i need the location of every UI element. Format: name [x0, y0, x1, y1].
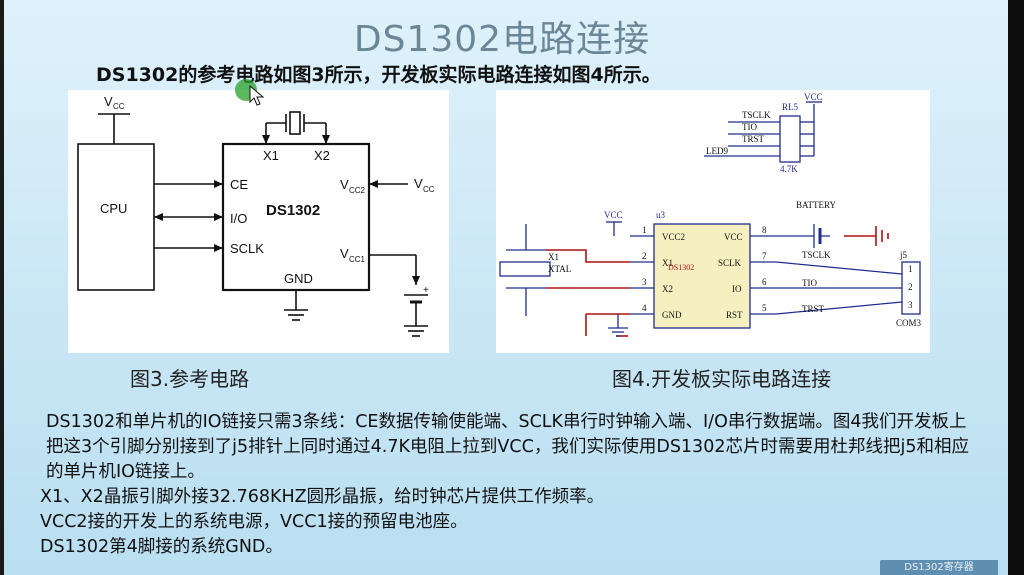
- fig4-pin6: 6: [762, 277, 767, 287]
- fig3-x2-label: X2: [314, 148, 330, 163]
- fig4-j5-pin1: 1: [908, 264, 913, 274]
- fig3-vcc2-sub: CC2: [349, 186, 366, 195]
- fig4-tio: TIO: [802, 278, 817, 288]
- fig4-tio-top: TIO: [742, 122, 757, 132]
- fig4-pin5: 5: [762, 303, 767, 313]
- slide-body-text: DS1302和单片机的IO链接只需3条线：CE数据传输使能端、SCLK串行时钟输…: [24, 410, 974, 560]
- fig4-x1: X1: [548, 252, 559, 262]
- fig4-x1-pin: X1: [662, 258, 673, 268]
- figure3-caption: 图3.参考电路: [130, 367, 250, 391]
- fig3-cpu-label: CPU: [100, 201, 127, 216]
- figure4-board-circuit: TSCLK TIO TRST LED9 RL5 VCC 4.7K BATTERY…: [496, 90, 930, 353]
- fig3-vcc2-label: V: [340, 177, 349, 192]
- fig3-vcc-right-sub: CC: [423, 185, 435, 194]
- fig3-gnd-label: GND: [284, 271, 313, 286]
- fig4-pin3: 3: [642, 277, 647, 287]
- body-line-4: DS1302第4脚接的系统GND。: [40, 537, 283, 557]
- fig3-sclk-label: SCLK: [230, 241, 264, 256]
- fig4-vcc-left: VCC: [604, 210, 623, 220]
- fig3-vcc-right: V: [414, 176, 423, 191]
- mouse-pointer-icon: [249, 85, 265, 106]
- slide-subtitle: DS1302的参考电路如图3所示，开发板实际电路连接如图4所示。: [96, 64, 661, 86]
- slide-title: DS1302电路连接: [353, 19, 651, 60]
- fig4-com3: COM3: [896, 318, 922, 328]
- fig4-j5: j5: [899, 250, 908, 260]
- fig4-x2-pin: X2: [662, 284, 673, 294]
- fig4-trst-top: TRST: [742, 134, 765, 144]
- fig4-j5-pin2: 2: [908, 282, 913, 292]
- fig4-pin8: 8: [762, 225, 767, 235]
- fig3-chip-label: DS1302: [266, 202, 320, 219]
- body-line-2: X1、X2晶振引脚外接32.768KHZ圆形晶振，给时钟芯片提供工作频率。: [40, 487, 605, 507]
- window-right-edge: [1008, 0, 1024, 575]
- fig4-tsclk: TSCLK: [802, 250, 831, 260]
- fig4-pin2: 2: [642, 251, 647, 261]
- fig4-xtal: XTAL: [548, 264, 571, 274]
- fig4-j5-pin3: 3: [908, 300, 913, 310]
- fig4-pin4: 4: [642, 303, 647, 313]
- fig4-rl5: RL5: [782, 102, 799, 112]
- fig4-chip: DS1302: [668, 263, 694, 272]
- fig3-x1-label: X1: [263, 148, 279, 163]
- fig4-vcc-pin: VCC: [724, 232, 743, 242]
- fig3-vcc-top-sub: CC: [113, 102, 125, 111]
- fig4-rst-pin: RST: [726, 310, 743, 320]
- fig4-trst: TRST: [802, 304, 825, 314]
- fig4-gnd-pin: GND: [662, 310, 682, 320]
- fig4-pin1: 1: [642, 225, 647, 235]
- fig3-vcc-top: V: [104, 94, 113, 109]
- window-left-edge: [0, 0, 4, 575]
- body-line-3: VCC2接的开发上的系统电源，VCC1接的预留电池座。: [40, 512, 468, 532]
- next-slide-tab[interactable]: DS1302寄存器: [880, 560, 998, 575]
- fig3-vcc1-label: V: [340, 246, 349, 261]
- fig4-led9: LED9: [706, 146, 728, 156]
- fig4-vcc2: VCC2: [662, 232, 685, 242]
- fig4-io-pin: IO: [732, 284, 742, 294]
- fig3-ce-label: CE: [230, 177, 248, 192]
- fig4-tsclk-top: TSCLK: [742, 110, 771, 120]
- fig4-vcc-top: VCC: [804, 92, 823, 102]
- fig3-io-label: I/O: [230, 211, 247, 226]
- fig4-u3: u3: [656, 210, 666, 220]
- fig3-battery-plus: +: [423, 285, 429, 296]
- fig4-pin7: 7: [762, 251, 767, 261]
- figure3-reference-circuit: V CC CPU DS1302 X1 X2 CE I/O SCLK GND V …: [68, 90, 449, 353]
- fig4-sclk-pin: SCLK: [718, 258, 742, 268]
- figure4-caption: 图4.开发板实际电路连接: [612, 367, 832, 391]
- fig3-vcc1-sub: CC1: [349, 255, 366, 264]
- fig4-battery: BATTERY: [796, 200, 837, 210]
- fig4-r-value: 4.7K: [780, 164, 798, 174]
- body-paragraph-1: DS1302和单片机的IO链接只需3条线：CE数据传输使能端、SCLK串行时钟输…: [46, 412, 969, 482]
